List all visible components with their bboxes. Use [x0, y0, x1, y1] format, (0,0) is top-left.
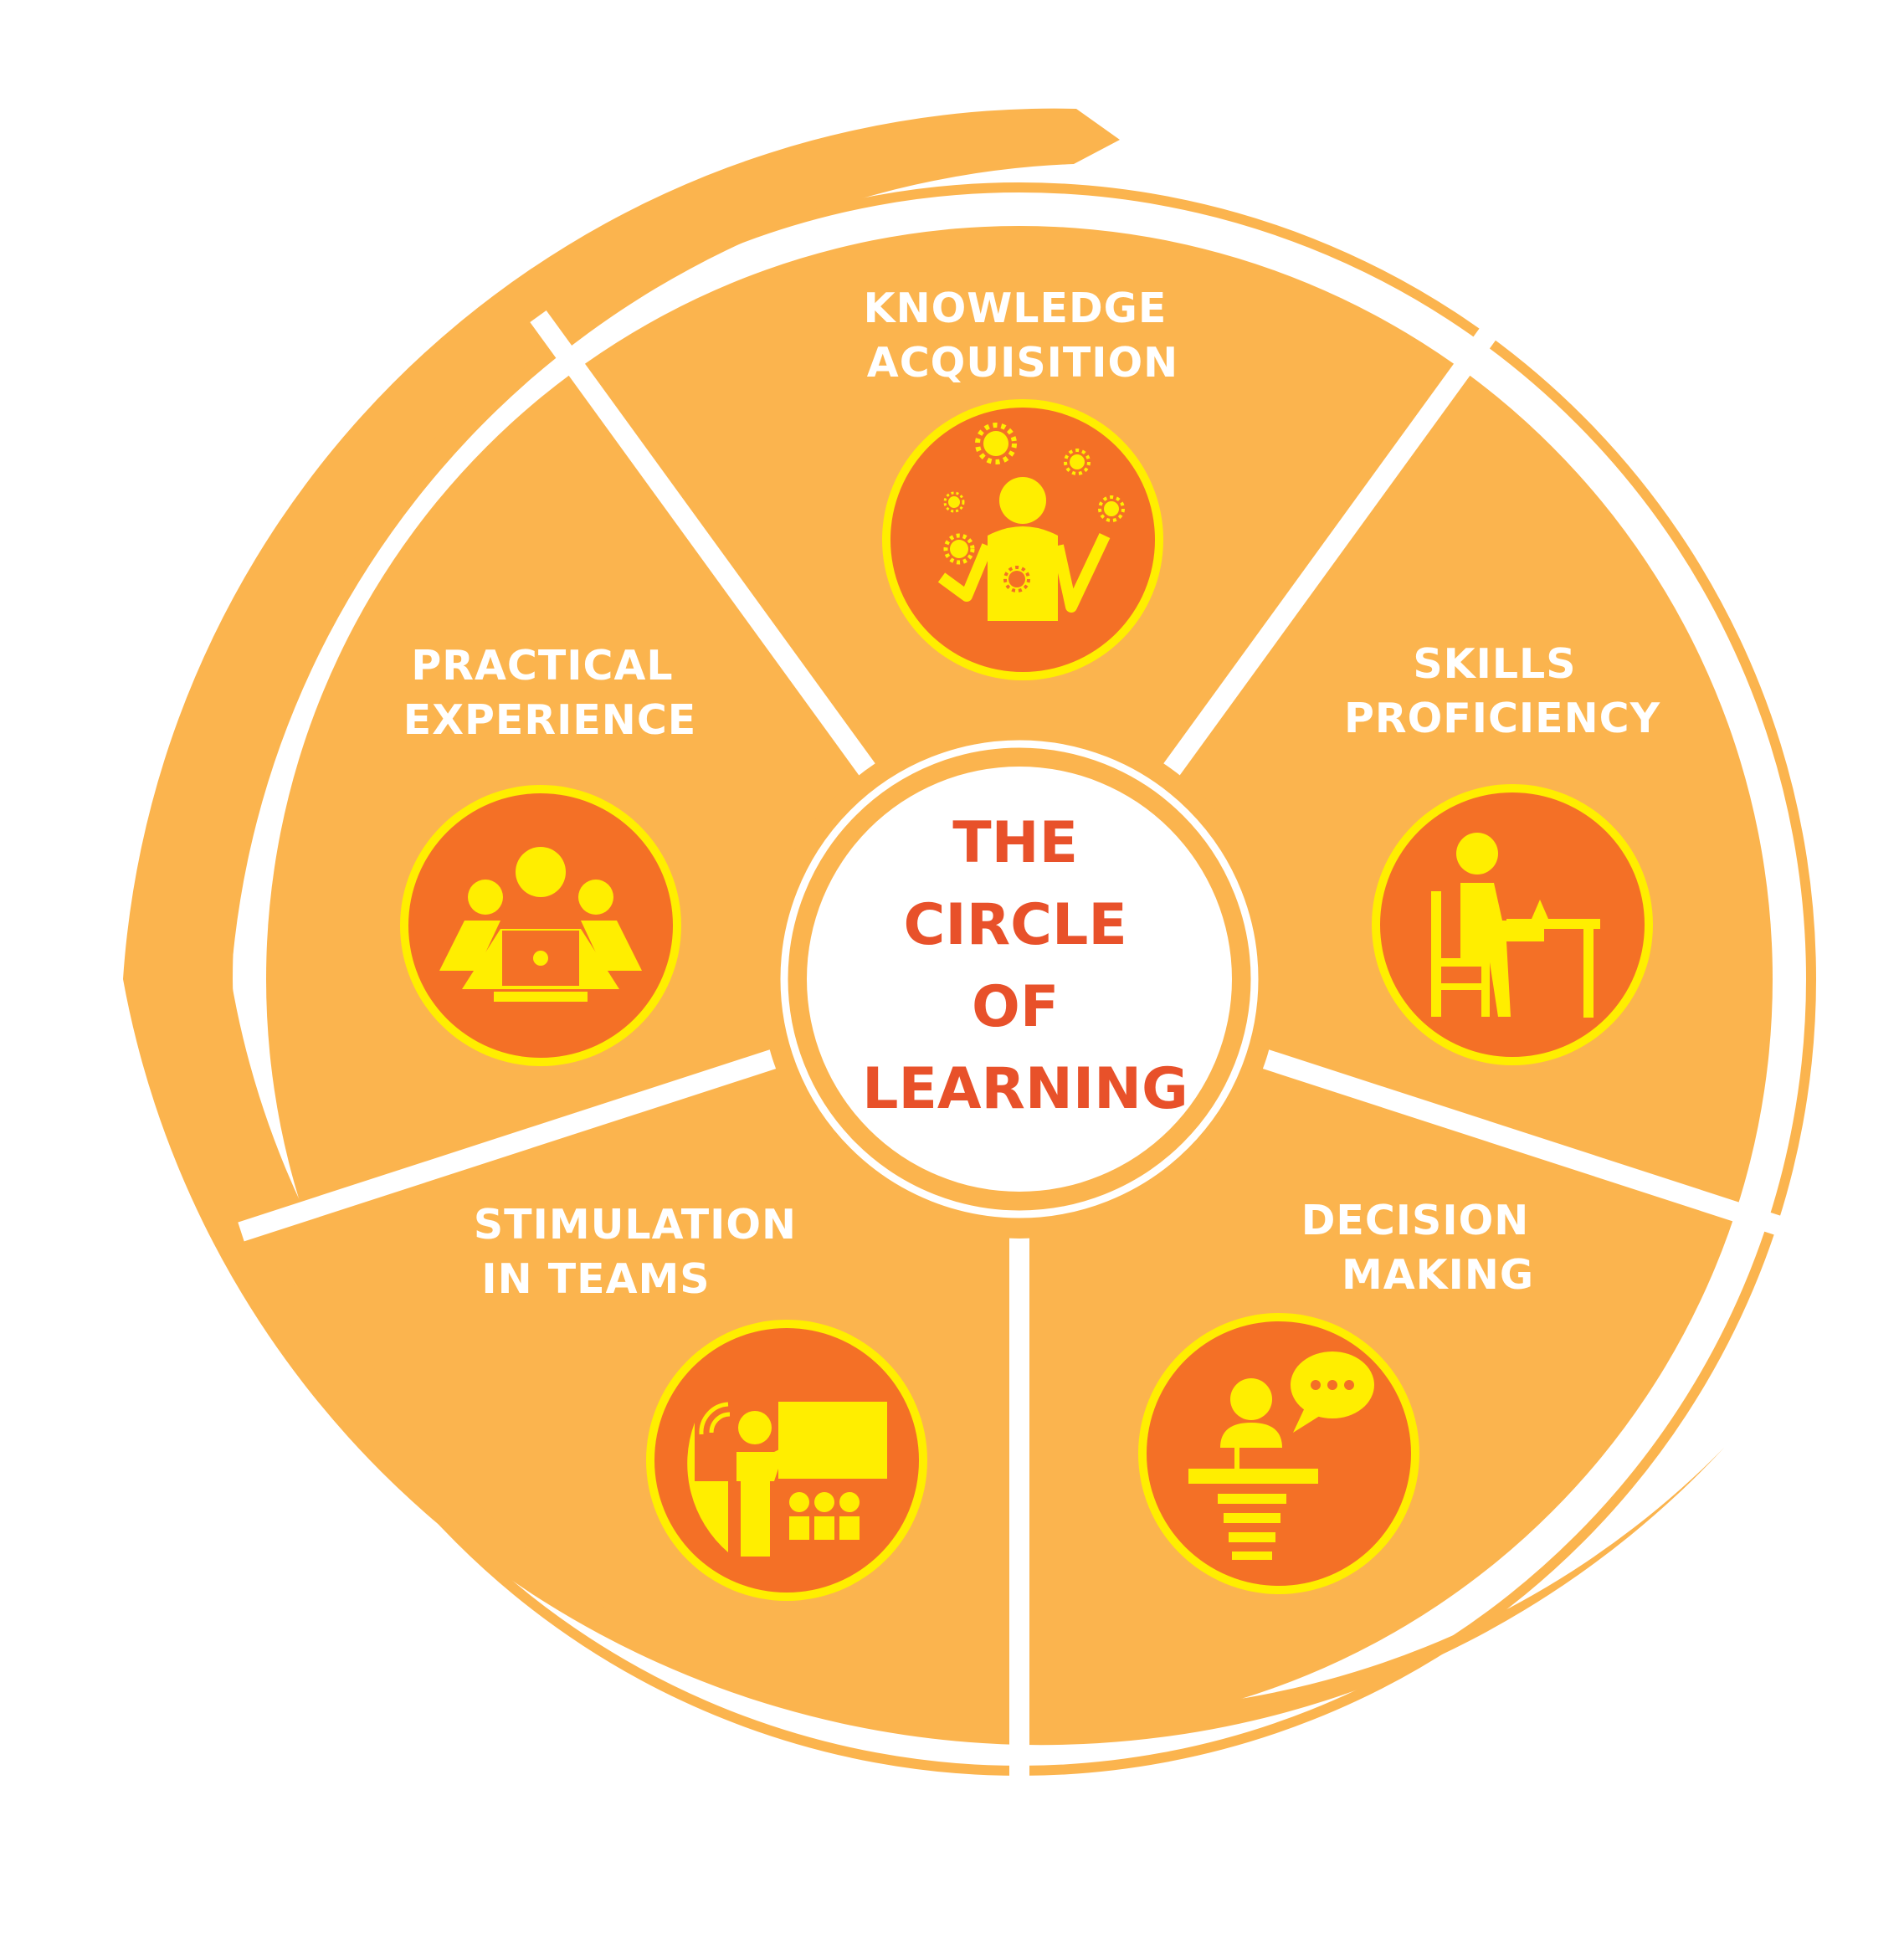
segment-label-line: PRACTICAL: [411, 642, 673, 690]
segment-label-knowledge: KNOWLEDGE ACQUISITION: [864, 285, 1183, 387]
segment-label-line: KNOWLEDGE: [864, 285, 1168, 332]
speaker-at-podium-icon: [1138, 1313, 1419, 1594]
title-line-3: OF: [972, 974, 1059, 1040]
title-line-4: LEARNING: [862, 1056, 1188, 1122]
segment-label-line: ACQUISITION: [867, 339, 1178, 387]
segment-label-line: EXPERIENCE: [403, 696, 697, 744]
center-title: THE CIRCLE OF LEARNING: [862, 810, 1188, 1122]
presenter-with-audience-icon: [646, 1320, 927, 1601]
segment-label-line: STIMULATION: [474, 1201, 797, 1249]
title-line-1: THE: [952, 810, 1078, 876]
center-hub-outline: [780, 740, 1259, 1218]
segment-label-line: IN TEAMS: [481, 1255, 710, 1303]
segment-label-line: PROFICIENCY: [1344, 695, 1660, 742]
segment-label-decision: DECISION MAKING: [1301, 1197, 1545, 1299]
person-at-desk-icon: [1372, 784, 1653, 1065]
segment-label-line: DECISION: [1301, 1197, 1530, 1244]
segment-label-skills: SKILLS PROFICIENCY: [1344, 640, 1660, 742]
segment-label-line: SKILLS: [1413, 640, 1576, 688]
segment-label-stimulation: STIMULATION IN TEAMS: [474, 1201, 812, 1303]
outer-swirl: [123, 108, 1724, 1746]
title-line-2: CIRCLE: [904, 892, 1127, 958]
center-hub: [807, 767, 1232, 1192]
team-at-laptop-icon: [400, 785, 681, 1066]
segment-label-practical: PRACTICAL EXPERIENCE: [403, 642, 697, 744]
segment-label-line: MAKING: [1342, 1251, 1534, 1299]
juggling-person-gears-icon: [882, 399, 1163, 680]
